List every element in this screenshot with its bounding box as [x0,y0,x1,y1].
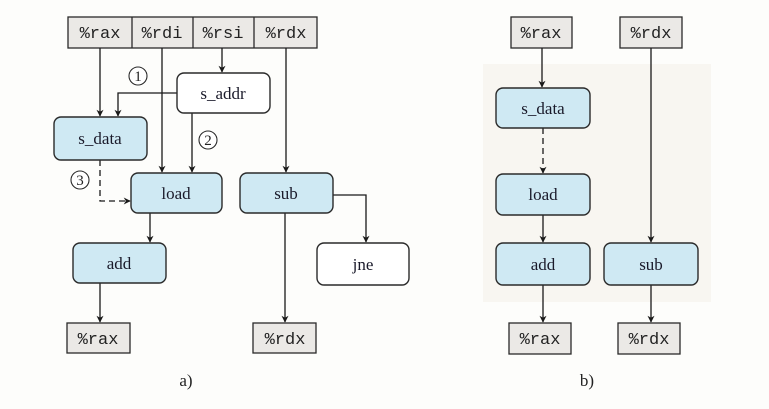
marker-label: 1 [134,69,142,85]
marker-label: 3 [76,173,84,189]
panel-b: %rax %rdx s_data load add sub [495,16,699,390]
register-box [252,322,317,354]
register-rax: %rax [80,25,121,44]
node-add: add [495,242,591,286]
top-register-bar: %rax %rdi %rsi %rdx [67,16,318,49]
register-rdx: %rdx [266,25,307,44]
node-label: jne [352,255,374,274]
node-label: s_data [521,99,565,118]
panel-b-edges [538,48,655,323]
register-rdi: %rdi [142,25,183,44]
node-s-data: s_data [53,116,148,161]
marker-2: 2 [198,130,218,150]
bottom-register-rax: %rax [508,322,572,355]
node-box [603,242,699,286]
marker-3: 3 [70,170,90,190]
edge-s-data-to-load-dashed [99,160,131,205]
node-label: load [528,185,558,204]
node-s-addr: s_addr [176,72,271,114]
node-load: load [495,173,591,216]
node-jne: jne [316,242,410,286]
node-label: sub [274,184,298,203]
bottom-register-rdx: %rdx [252,322,317,354]
node-add: add [72,242,167,284]
register-label: %rax [78,331,119,350]
marker-1: 1 [128,66,148,86]
register-label: %rdx [631,25,672,44]
marker-label: 2 [204,133,212,149]
node-box [176,72,271,114]
register-box [617,322,681,355]
bottom-register-rdx: %rdx [617,322,681,355]
caption-b: b) [580,371,594,390]
node-box [72,242,167,284]
node-box [495,242,591,286]
node-sub: sub [603,242,699,286]
node-label: load [161,184,191,203]
register-box [66,322,131,354]
panel-a: %rax %rdi %rsi %rdx s_addr s_data [53,16,410,390]
register-box [619,16,683,49]
node-sub: sub [239,172,334,214]
node-label: sub [639,255,663,274]
register-label: %rax [521,25,562,44]
marker-circle [198,130,218,150]
register-label: %rdx [629,331,670,350]
node-box [316,242,410,286]
node-label: s_addr [200,84,246,103]
node-box [495,87,591,129]
node-box [130,172,223,214]
panel-a-edges [96,48,370,323]
edge-s-addr-to-s-data [114,92,177,117]
node-label: add [107,254,132,273]
marker-circle [128,66,148,86]
node-load: load [130,172,223,214]
top-register-rax: %rax [510,16,573,49]
edge-sub-to-jne [333,194,370,243]
bottom-register-rax: %rax [66,322,131,354]
node-label: s_data [78,129,122,148]
node-s-data: s_data [495,87,591,129]
register-rsi: %rsi [203,25,244,44]
register-box [508,322,572,355]
node-box [53,116,148,161]
top-register-rdx: %rdx [619,16,683,49]
caption-a: a) [179,371,192,390]
node-label: add [531,255,556,274]
register-label: %rax [520,331,561,350]
register-label: %rdx [265,331,306,350]
marker-circle [70,170,90,190]
register-box [510,16,573,49]
node-box [495,173,591,216]
node-box [239,172,334,214]
